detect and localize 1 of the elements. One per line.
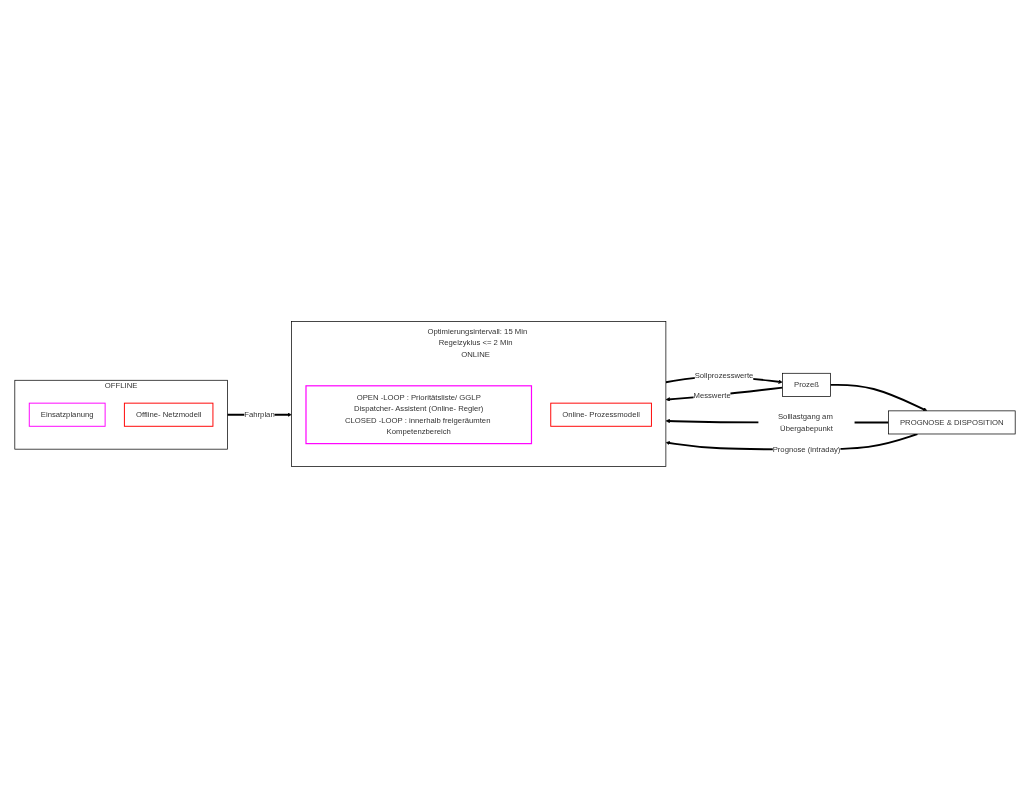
arrow xyxy=(829,383,928,411)
